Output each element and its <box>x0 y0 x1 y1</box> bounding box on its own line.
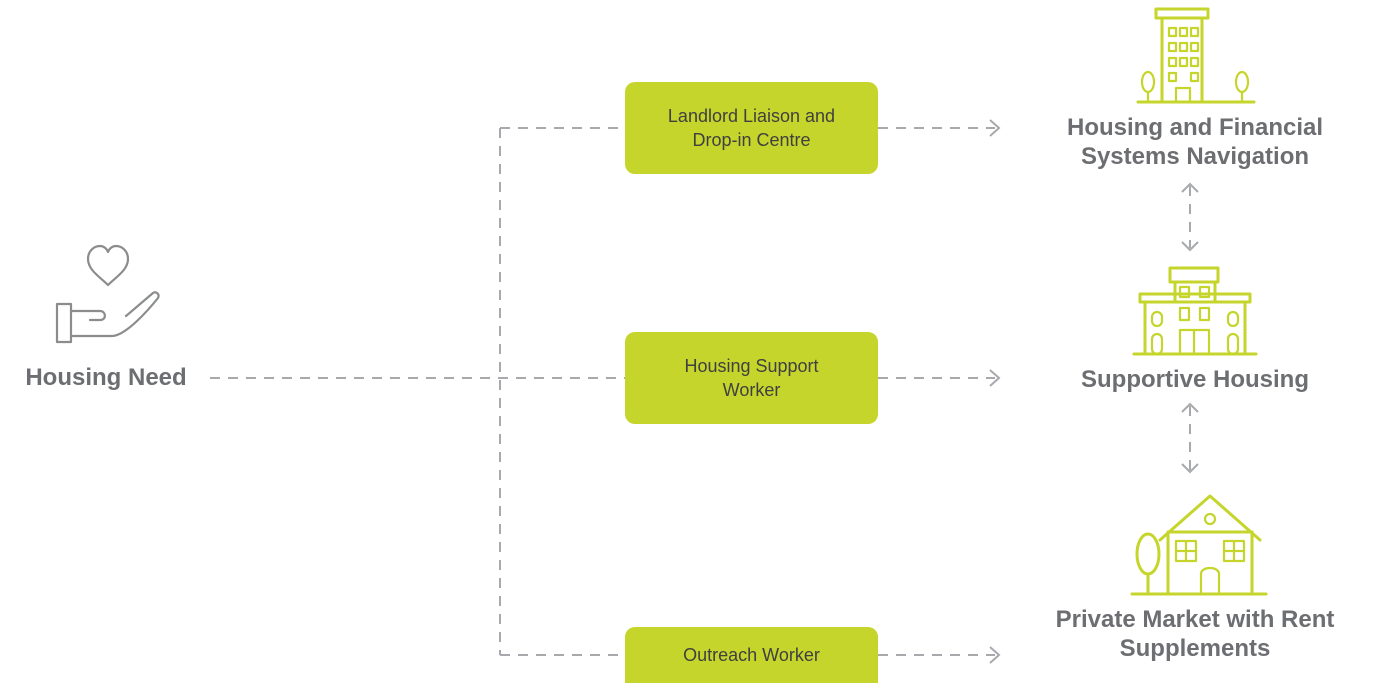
arrowhead-down-private <box>1181 463 1199 474</box>
arrowhead-up-navigation <box>1181 182 1199 193</box>
service-box-outreach-worker: Outreach Worker <box>625 627 878 683</box>
service-box-landlord-liaison: Landlord Liaison and Drop-in Centre <box>625 82 878 174</box>
arrowhead-navigation <box>989 119 1001 137</box>
outcome-label-private: Private Market with Rent Supplements <box>1010 606 1380 664</box>
arrowhead-private <box>989 646 1001 664</box>
service-label-line: Drop-in Centre <box>692 130 811 150</box>
arrowhead-supportive <box>989 369 1001 387</box>
outcome-label-navigation: Housing and Financial Systems Navigation <box>1020 114 1370 172</box>
house-with-tree-icon <box>1130 494 1268 596</box>
hand-heart-icon <box>55 244 160 344</box>
service-box-housing-support: Housing Support Worker <box>625 332 878 424</box>
arrowhead-up-supportive <box>1181 402 1199 413</box>
outcome-label-line: Supportive Housing <box>1081 366 1309 393</box>
source-label: Housing Need <box>25 364 187 391</box>
arrowhead-down-supportive <box>1181 241 1199 252</box>
service-label-line: Worker <box>722 380 781 400</box>
service-label-line: Landlord Liaison and <box>667 105 836 126</box>
outcome-label-supportive: Supportive Housing <box>1020 366 1370 395</box>
service-label-line: Housing Support <box>684 355 819 376</box>
service-label-line: Outreach Worker <box>683 644 820 665</box>
connectors <box>210 119 1199 664</box>
outcome-label-line: Housing and Financial <box>1066 114 1324 141</box>
office-building-icon <box>1136 7 1256 104</box>
apartment-building-icon <box>1132 266 1258 356</box>
outcome-label-line: Supplements <box>1119 634 1271 662</box>
outcome-label-line: Systems Navigation <box>1080 142 1310 170</box>
outcome-label-line: Private Market with Rent <box>1055 606 1335 633</box>
